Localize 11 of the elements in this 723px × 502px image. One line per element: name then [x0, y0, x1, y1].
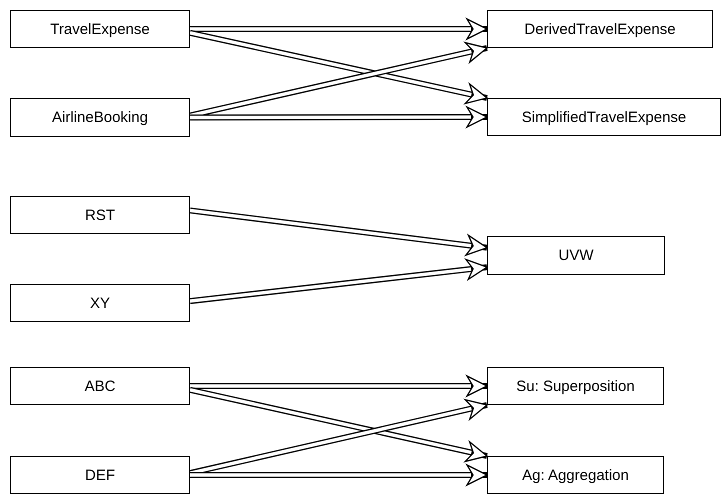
- class-box: UVW: [487, 236, 665, 275]
- class-box: DEF: [10, 456, 190, 494]
- class-box: XY: [10, 284, 190, 322]
- class-box: SimplifiedTravelExpense: [487, 98, 721, 136]
- class-box: DerivedTravelExpense: [487, 10, 713, 48]
- class-box: Ag: Aggregation: [487, 456, 664, 494]
- class-box: RST: [10, 196, 190, 234]
- class-box: AirlineBooking: [10, 98, 190, 137]
- class-box: ABC: [10, 367, 190, 405]
- class-box: Su: Superposition: [487, 367, 664, 405]
- class-box: TravelExpense: [10, 10, 190, 48]
